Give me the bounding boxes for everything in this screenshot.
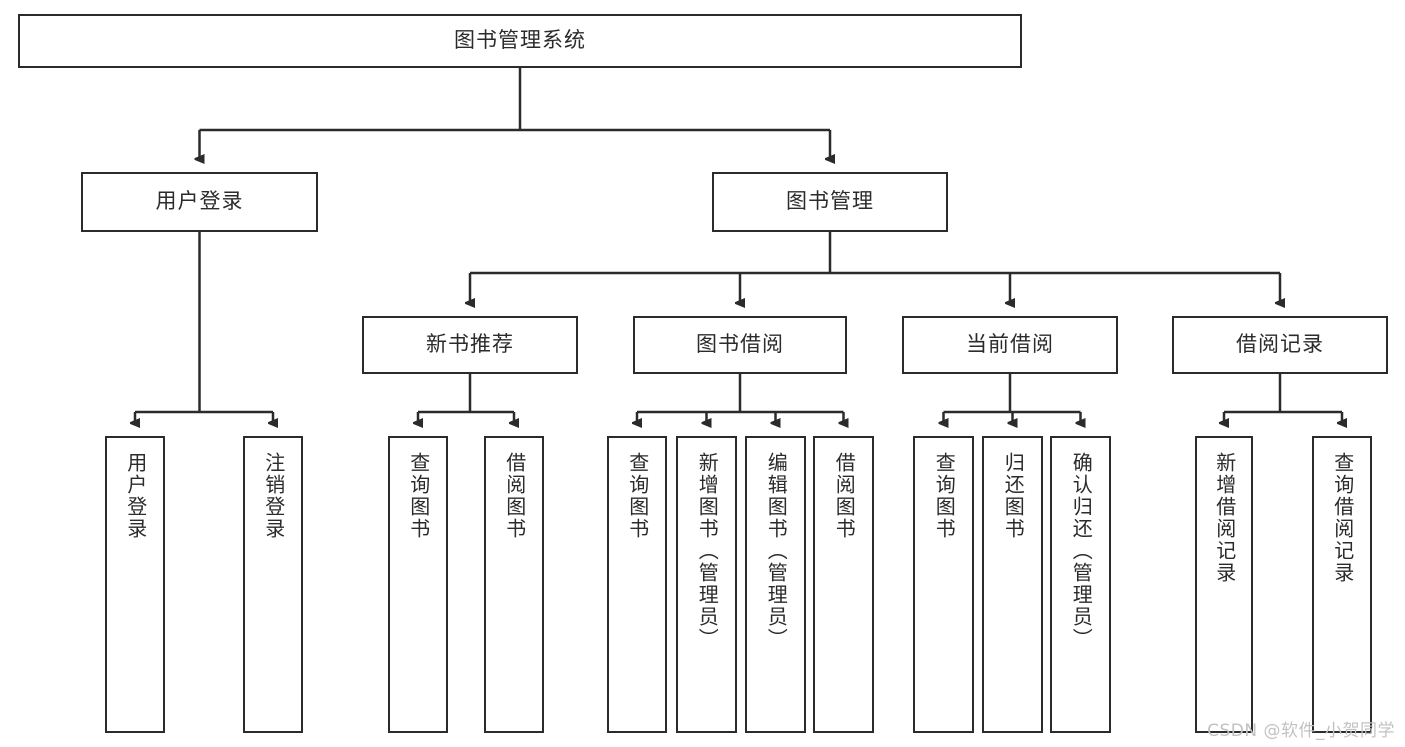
node-book-borrow[interactable]: 图书借阅: [633, 316, 847, 374]
node-leaf-borrow-book-label: 借阅图书: [832, 452, 857, 540]
node-borrow-record-label: 借阅记录: [1236, 332, 1324, 357]
node-leaf-query-book-label: 查询图书: [625, 452, 650, 540]
node-new-book-recommend[interactable]: 新书推荐: [362, 316, 578, 374]
node-leaf-add-book-admin[interactable]: 新增图书（管理员）: [676, 436, 737, 733]
node-leaf-confirm-return-admin-label: 确认归还（管理员）: [1069, 452, 1094, 650]
node-root-label: 图书管理系统: [454, 28, 586, 53]
node-current-borrow-label: 当前借阅: [966, 332, 1054, 357]
node-borrow-record[interactable]: 借阅记录: [1172, 316, 1388, 374]
node-user-login[interactable]: 用户登录: [81, 172, 318, 232]
node-leaf-query-book[interactable]: 查询图书: [607, 436, 667, 733]
node-leaf-logout[interactable]: 注销登录: [243, 436, 303, 733]
node-leaf-logout-label: 注销登录: [261, 452, 286, 540]
node-leaf-query-book-current-label: 查询图书: [932, 452, 957, 540]
node-leaf-edit-book-admin[interactable]: 编辑图书（管理员）: [745, 436, 806, 733]
node-leaf-add-borrow-record[interactable]: 新增借阅记录: [1195, 436, 1253, 733]
node-leaf-add-book-admin-label: 新增图书（管理员）: [695, 452, 720, 650]
node-leaf-borrow-book[interactable]: 借阅图书: [813, 436, 874, 733]
node-leaf-query-borrow-record[interactable]: 查询借阅记录: [1312, 436, 1372, 733]
node-leaf-return-book-label: 归还图书: [1001, 452, 1026, 540]
node-leaf-user-login-label: 用户登录: [123, 452, 148, 540]
node-new-book-recommend-label: 新书推荐: [426, 332, 514, 357]
node-leaf-add-borrow-record-label: 新增借阅记录: [1212, 452, 1237, 584]
node-leaf-query-book-recommend-label: 查询图书: [406, 452, 431, 540]
node-root[interactable]: 图书管理系统: [18, 14, 1022, 68]
node-leaf-borrow-book-recommend[interactable]: 借阅图书: [484, 436, 544, 733]
node-leaf-edit-book-admin-label: 编辑图书（管理员）: [764, 452, 789, 650]
node-user-login-label: 用户登录: [155, 189, 244, 214]
node-leaf-query-book-recommend[interactable]: 查询图书: [388, 436, 448, 733]
node-leaf-return-book[interactable]: 归还图书: [982, 436, 1043, 733]
node-leaf-borrow-book-recommend-label: 借阅图书: [502, 452, 527, 540]
node-leaf-user-login[interactable]: 用户登录: [105, 436, 165, 733]
node-book-management-label: 图书管理: [786, 189, 874, 214]
node-book-management[interactable]: 图书管理: [712, 172, 948, 232]
node-leaf-query-book-current[interactable]: 查询图书: [913, 436, 974, 733]
node-leaf-confirm-return-admin[interactable]: 确认归还（管理员）: [1050, 436, 1111, 733]
node-book-borrow-label: 图书借阅: [696, 332, 784, 357]
node-current-borrow[interactable]: 当前借阅: [902, 316, 1118, 374]
node-leaf-query-borrow-record-label: 查询借阅记录: [1330, 452, 1355, 584]
watermark: CSDN @软件_小贺同学: [1207, 721, 1395, 741]
